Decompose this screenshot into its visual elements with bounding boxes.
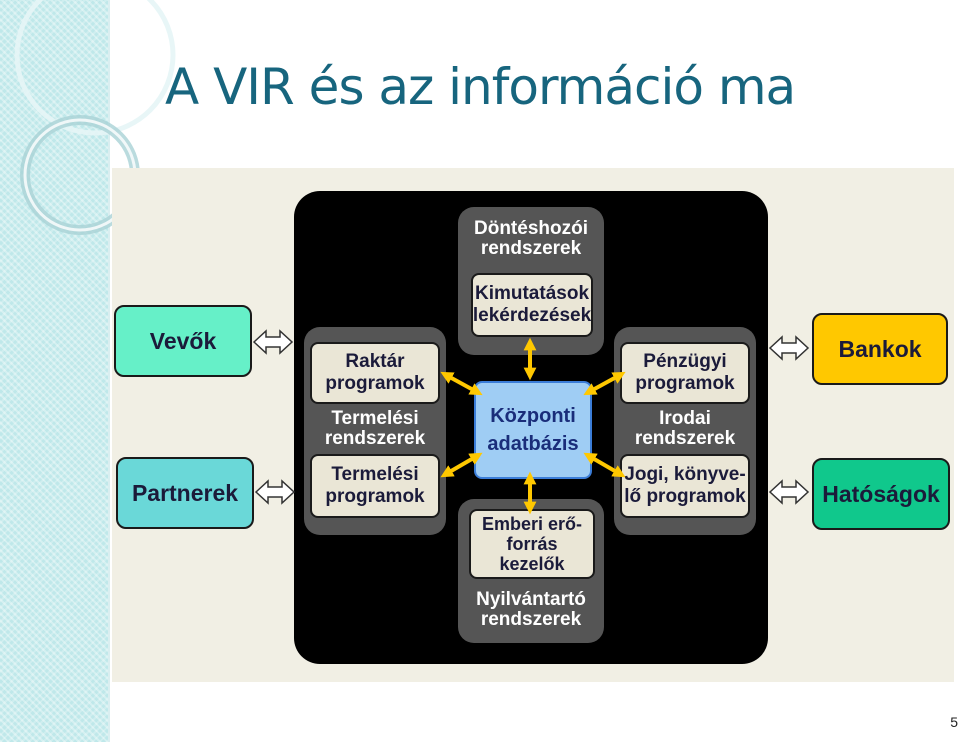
arrow-top-right [583,371,626,396]
left-system-panel: Raktár programok Termelési rendszerek Te… [304,327,446,535]
bottom-system-label: Nyilvántartó rendszerek [476,589,586,630]
connection-arrows [252,329,810,515]
external-hatosagok-box: Hatóságok [812,458,950,530]
core-black-panel: Döntéshozói rendszerek Kimutatások lekér… [294,191,768,664]
top-system-label: Döntéshozói rendszerek [474,218,588,259]
page-number: 5 [950,714,958,730]
left-system-label: Termelési rendszerek [324,408,426,449]
arrow-bottom-right [583,452,626,478]
top-program-box: Kimutatások lekérdezések [471,273,593,337]
right-system-label: Irodai rendszerek [634,408,736,449]
arrow-bankok [768,335,810,361]
right-system-panel: Pénzügyi programok Irodai rendszerek Jog… [614,327,756,535]
bottom-program-box: Emberi erő- forrás kezelők [469,509,595,579]
right-program-bottom-box: Jogi, könyve- lő programok [620,454,750,518]
vir-diagram: Döntéshozói rendszerek Kimutatások lekér… [112,168,954,682]
arrow-top-left [440,371,483,396]
arrow-partnerek [254,479,296,505]
slide-title: A VIR és az információ ma [165,58,796,116]
bottom-system-panel: Emberi erő- forrás kezelők Nyilvántartó … [458,499,604,643]
top-system-panel: Döntéshozói rendszerek Kimutatások lekér… [458,207,604,355]
arrow-vevok [252,329,294,355]
arrow-bottom-left [440,452,483,478]
external-bankok-box: Bankok [812,313,948,385]
external-partnerek-box: Partnerek [116,457,254,529]
left-program-top-box: Raktár programok [310,342,440,404]
left-program-bottom-box: Termelési programok [310,454,440,518]
external-vevok-box: Vevők [114,305,252,377]
right-program-top-box: Pénzügyi programok [620,342,750,404]
yellow-double-arrows [440,337,626,515]
arrow-hatosagok [768,479,810,505]
white-double-arrows [252,329,810,505]
